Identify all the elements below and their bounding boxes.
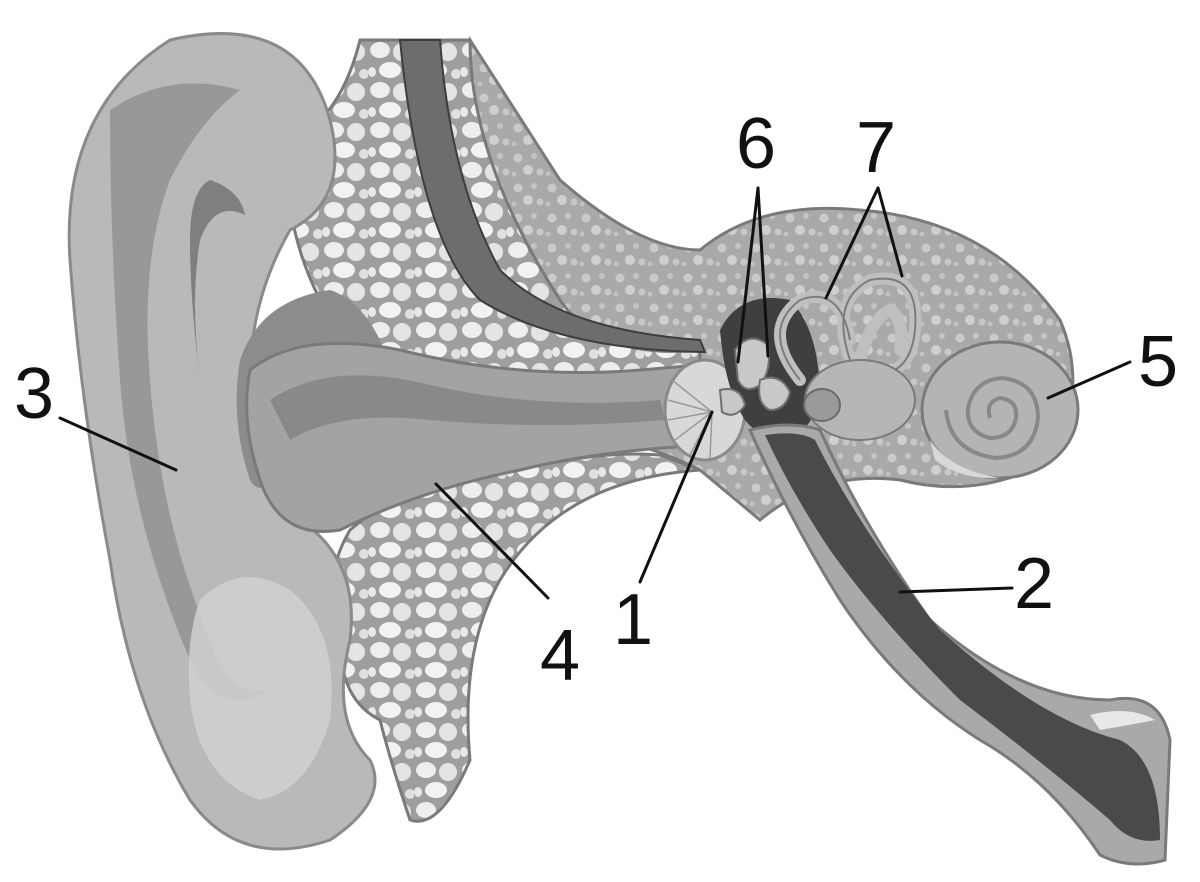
nerve-bundle bbox=[398, 39, 707, 354]
ossicles bbox=[718, 337, 792, 416]
label-3: 3 bbox=[14, 354, 54, 434]
leader-line-5 bbox=[1046, 360, 1132, 400]
leader-line-6b bbox=[756, 186, 770, 358]
label-5: 5 bbox=[1138, 322, 1178, 402]
oval-window bbox=[803, 388, 841, 422]
leader-line-3 bbox=[58, 416, 178, 472]
leader-line-6a bbox=[736, 186, 760, 364]
eustachian-tube-highlight bbox=[1090, 711, 1155, 730]
leader-line-1 bbox=[638, 410, 714, 584]
semicircular-canals-outline bbox=[779, 277, 917, 381]
cochlea-highlight bbox=[930, 440, 1000, 479]
antihelix bbox=[190, 180, 245, 380]
eardrum-striations bbox=[667, 379, 713, 459]
label-4: 4 bbox=[540, 616, 580, 696]
pinna-rim bbox=[110, 83, 270, 701]
leader-line-4 bbox=[434, 482, 550, 600]
label-7: 7 bbox=[856, 108, 896, 188]
earlobe bbox=[188, 577, 332, 800]
eustachian-tube-lumen bbox=[765, 433, 1160, 841]
leader-line-7b bbox=[876, 186, 904, 278]
label-2: 2 bbox=[1014, 544, 1054, 624]
leader-line-7a bbox=[824, 186, 880, 300]
label-1: 1 bbox=[613, 580, 653, 660]
leader-line-2 bbox=[898, 586, 1014, 594]
cochlea-spiral bbox=[944, 375, 1041, 461]
ear-canal-shade bbox=[270, 375, 665, 440]
label-6: 6 bbox=[736, 104, 776, 184]
